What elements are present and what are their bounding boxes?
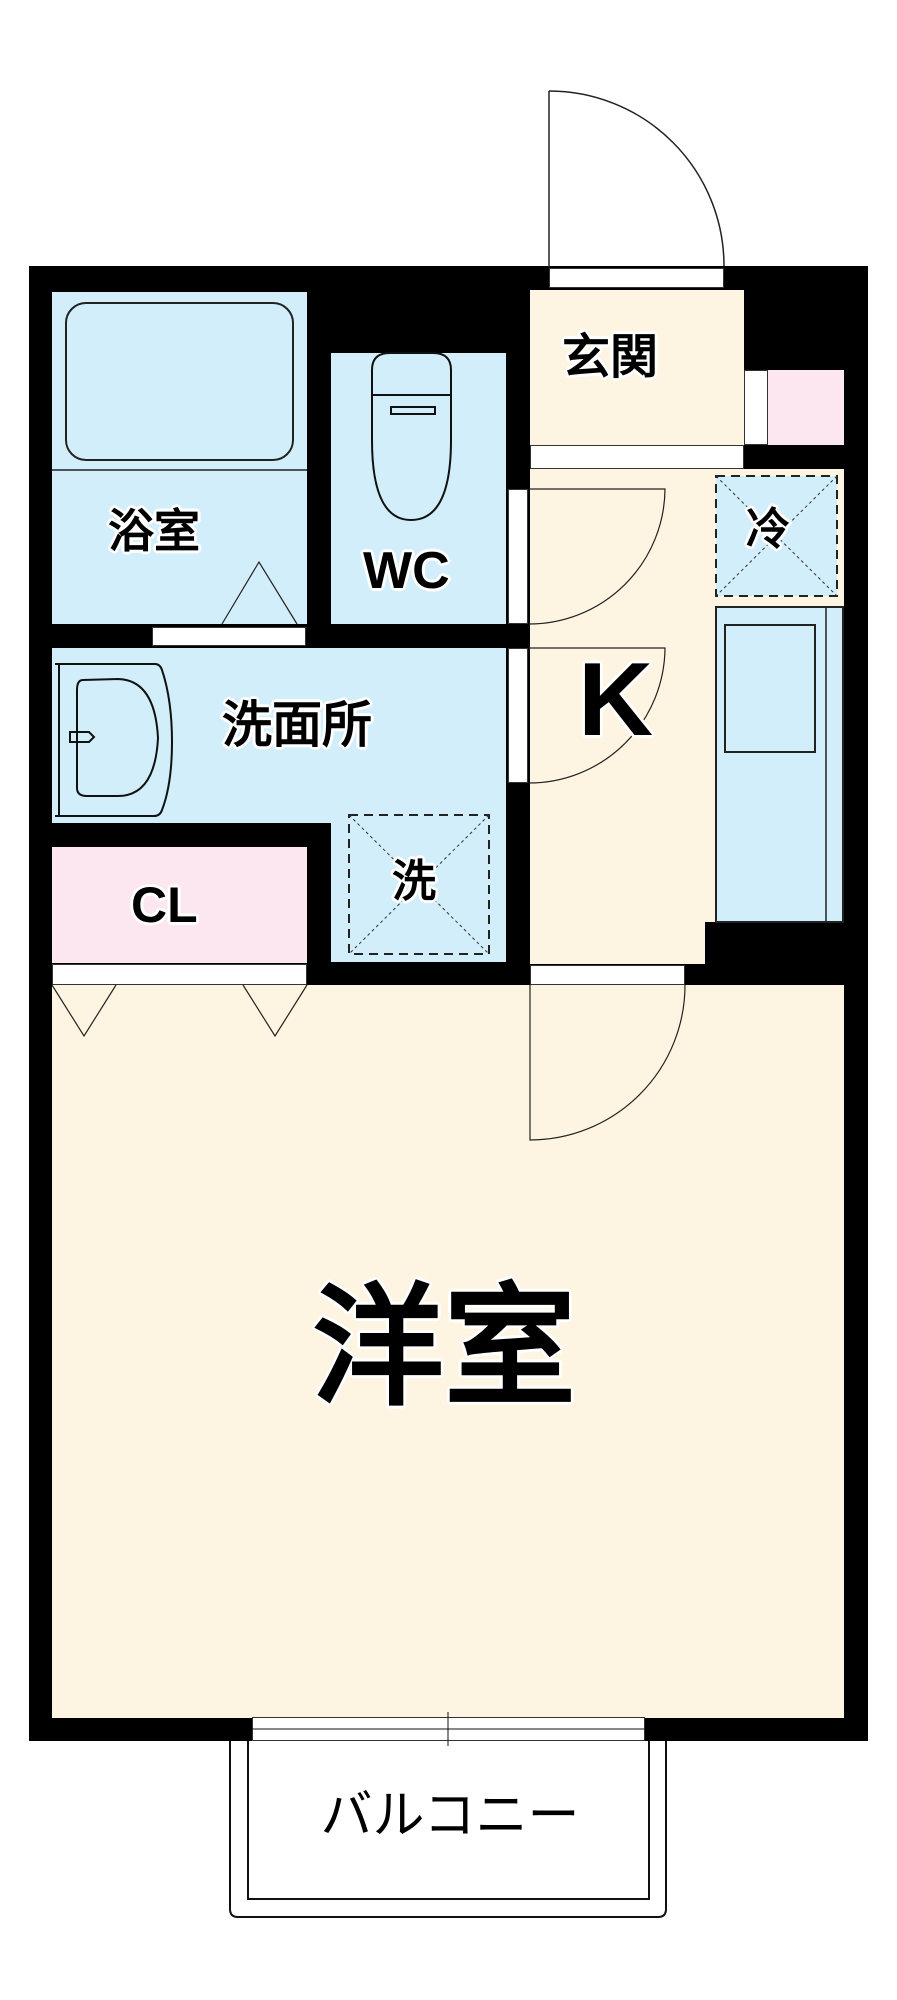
label-western-room: 洋室 [312, 1271, 576, 1425]
wc-door-frame [508, 489, 528, 624]
closet-door-icon [51, 984, 308, 1038]
washroom-door-swing-icon [528, 647, 666, 784]
label-balcony: バルコニー [320, 1786, 580, 1846]
balcony-outline [229, 1712, 667, 1918]
toilet-icon [371, 352, 452, 522]
label-entrance: 玄関 [562, 329, 659, 385]
room-bath [52, 292, 307, 624]
entrance-step [530, 445, 744, 469]
room-closet [52, 847, 307, 963]
closet-door-frame [52, 964, 307, 985]
room-door-frame [530, 965, 685, 985]
room-entrance [530, 290, 744, 445]
room-kitchen-lower [530, 922, 705, 964]
shoe-cabinet [768, 370, 844, 445]
wc-door-swing-icon [528, 488, 666, 625]
kitchen-counter-icon [715, 606, 844, 923]
room-wc [331, 353, 506, 624]
front-door-frame [549, 268, 724, 288]
washbasin-icon [55, 663, 174, 817]
label-washer: 洗 [392, 856, 436, 907]
bath-door-frame [152, 627, 306, 646]
room-western [52, 985, 844, 1718]
bathtub-icon [65, 302, 294, 461]
fridge-space-icon [715, 475, 838, 597]
shoe-cabinet-door [744, 370, 768, 445]
washroom-door-frame [508, 648, 528, 783]
label-kitchen: K [578, 642, 654, 758]
label-closet: CL [131, 877, 198, 933]
label-bath: 浴室 [108, 504, 200, 558]
washer-pan-icon [348, 814, 490, 955]
front-door-swing-icon [548, 90, 725, 267]
label-fridge: 冷 [746, 504, 790, 555]
room-door-swing-icon [529, 984, 686, 1141]
bath-door-icon [221, 560, 298, 625]
label-washroom: 洗面所 [222, 696, 372, 754]
label-wc: WC [363, 542, 450, 600]
washer-area [331, 823, 506, 962]
